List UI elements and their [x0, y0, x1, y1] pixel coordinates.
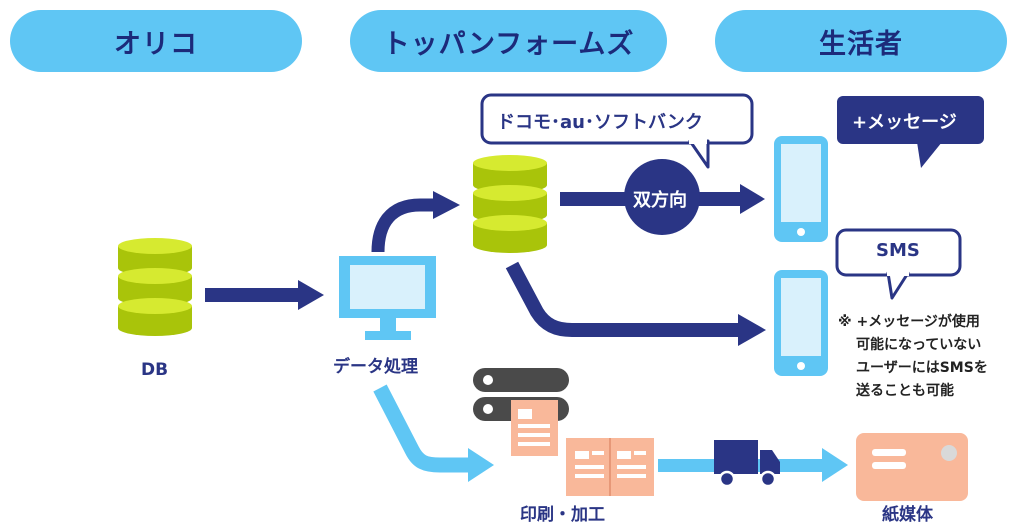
footnote-line-3: ユーザーにはSMSを — [856, 360, 988, 376]
column-header-toppan: トッパンフォームズ — [350, 10, 667, 72]
sms-bubble — [835, 228, 962, 300]
footnote-line-4: 送ることも可能 — [856, 383, 954, 399]
open-booklet-icon — [566, 438, 654, 496]
data-processing-label: データ処理 — [333, 357, 418, 377]
bidirectional-label: 双方向 — [633, 190, 687, 211]
print-processing-label: 印刷・加工 — [520, 505, 605, 525]
column-header-orico-label: オリコ — [114, 28, 198, 60]
footnote-line-1: ※ +メッセージが使用 — [838, 314, 980, 330]
sms-label: SMS — [876, 240, 920, 261]
plus-message-bubble — [837, 96, 984, 168]
smartphone-icon-bottom — [774, 270, 828, 376]
arrow-db-to-processing — [205, 280, 324, 310]
column-header-orico: オリコ — [10, 10, 302, 72]
postcard-icon — [856, 433, 968, 501]
db-label: DB — [141, 360, 169, 380]
monitor-icon — [339, 256, 436, 340]
bidirectional-circle — [624, 159, 700, 235]
column-header-consumer: 生活者 — [715, 10, 1007, 72]
paper-media-label: 紙媒体 — [882, 505, 933, 525]
carrier-label: ドコモ･au･ソフトバンク — [497, 112, 703, 133]
arrow-db-to-phone-sms — [505, 261, 766, 346]
server-database-icon — [473, 155, 547, 253]
arrow-processing-to-db — [371, 191, 460, 253]
footnote: ※ +メッセージが使用 可能になっていない ユーザーにはSMSを 送ることも可能 — [838, 311, 988, 403]
arrow-db-to-phone-plus-message — [560, 159, 765, 235]
plus-message-label: +メッセージ — [852, 112, 957, 133]
document-icon — [511, 400, 558, 456]
column-header-toppan-label: トッパンフォームズ — [382, 28, 635, 60]
column-header-consumer-label: 生活者 — [819, 28, 903, 60]
delivery-truck-icon — [714, 440, 780, 488]
footnote-line-2: 可能になっていない — [856, 337, 982, 353]
smartphone-icon-top — [774, 136, 828, 242]
database-icon — [118, 238, 192, 336]
arrow-processing-to-print — [373, 384, 494, 482]
carrier-speech-bubble — [480, 93, 754, 169]
